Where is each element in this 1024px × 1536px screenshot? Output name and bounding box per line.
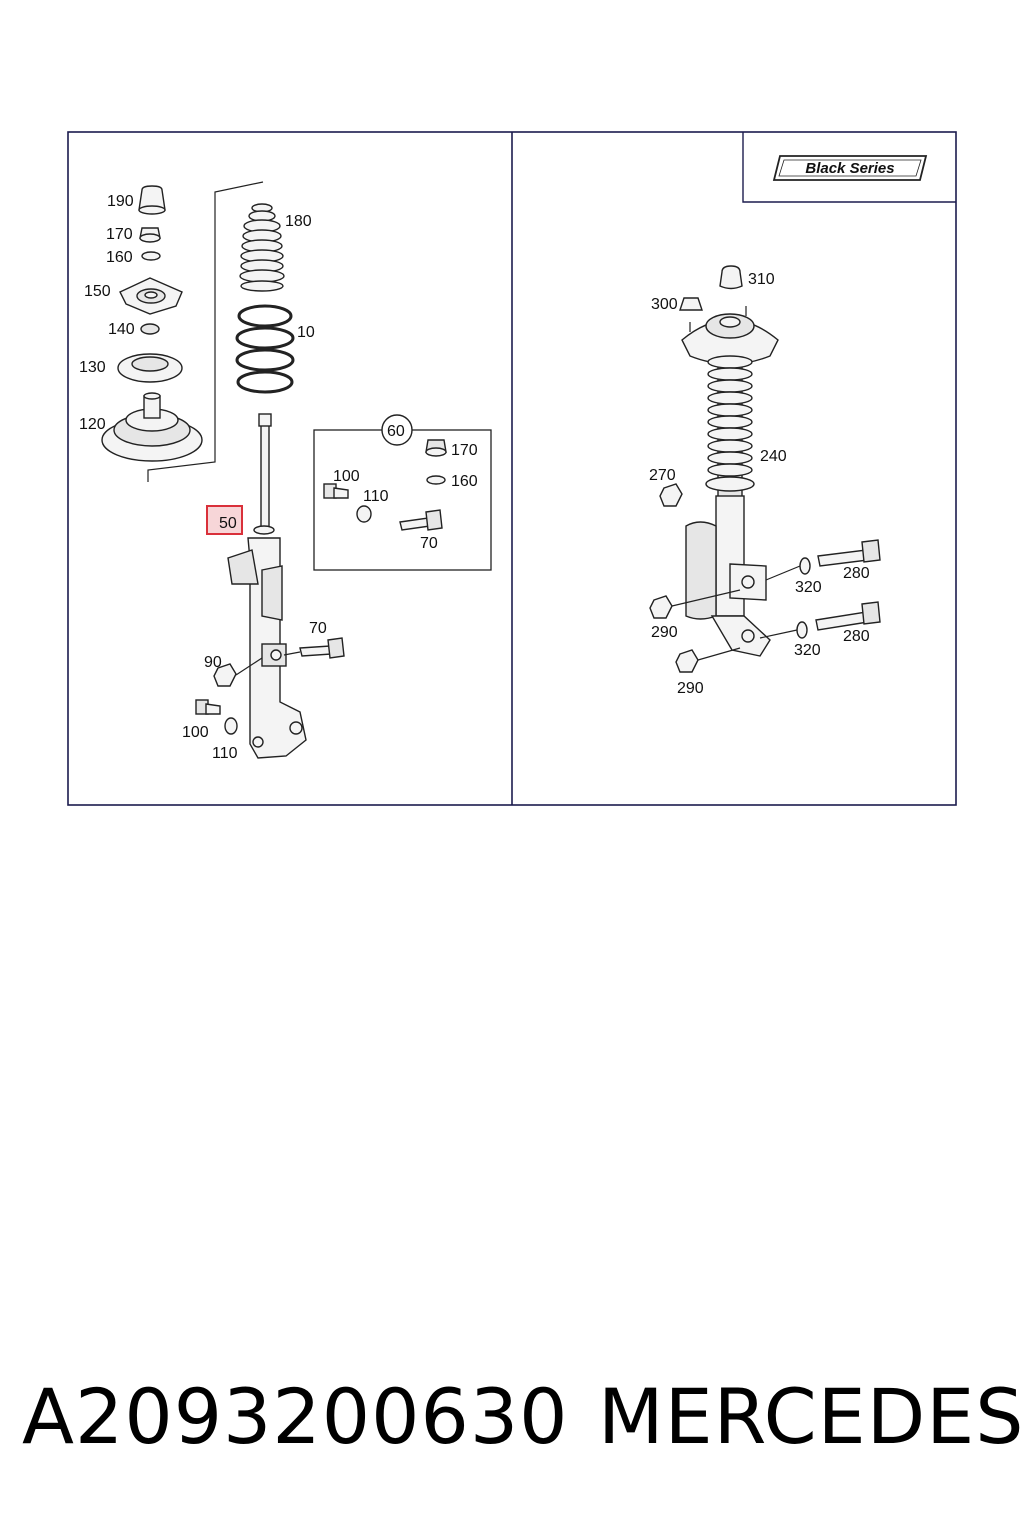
kit-callout-60: 60 <box>387 423 405 440</box>
leader-70 <box>283 651 301 656</box>
plate-150 <box>119 277 183 315</box>
callout-160: 160 <box>106 249 133 266</box>
leader-320-upper <box>765 565 801 581</box>
black-series-badge: Black Series <box>772 155 928 181</box>
callout-280-upper: 280 <box>843 565 870 582</box>
strut-body <box>685 495 771 657</box>
bolt-280-upper <box>817 539 881 567</box>
callout-310: 310 <box>748 271 775 288</box>
kit-washer-110 <box>356 505 372 523</box>
callout-320-upper: 320 <box>795 579 822 596</box>
kit-washer-160 <box>426 475 446 485</box>
callout-50: 50 <box>219 515 237 532</box>
callout-290-upper: 290 <box>651 624 678 641</box>
callout-70: 70 <box>309 620 327 637</box>
ring-130 <box>117 353 183 383</box>
callout-180: 180 <box>285 213 312 230</box>
washer-110 <box>224 717 238 735</box>
bellows-180 <box>239 203 285 292</box>
kit-bolt-100 <box>323 483 349 499</box>
mount-bracket-line <box>147 181 264 482</box>
kit-callout-170: 170 <box>451 442 478 459</box>
strut-top-mount <box>681 306 779 365</box>
washer-160 <box>141 251 161 261</box>
strut-mount-120 <box>101 392 203 462</box>
leader-290-lower <box>697 647 741 661</box>
kit-callout-160: 160 <box>451 473 478 490</box>
nut-90 <box>213 663 237 687</box>
leader-290-upper <box>671 589 741 607</box>
kit-nut-170 <box>425 439 447 457</box>
cap-310 <box>719 265 743 290</box>
callout-10: 10 <box>297 324 315 341</box>
callout-300: 300 <box>651 296 678 313</box>
product-caption: A2093200630 MERCEDES <box>22 1372 1023 1472</box>
callout-90: 90 <box>204 654 222 671</box>
washer-320-lower <box>796 621 808 639</box>
badge-frame <box>742 132 956 203</box>
washer-320-upper <box>799 557 811 575</box>
callout-110: 110 <box>212 745 238 762</box>
brand-name: MERCEDES <box>598 1372 1024 1461</box>
part-number: A2093200630 <box>22 1372 569 1461</box>
bolt-100 <box>195 699 221 715</box>
callout-150: 150 <box>84 283 111 300</box>
callout-170: 170 <box>106 226 133 243</box>
callout-240: 240 <box>760 448 787 465</box>
leader-90 <box>235 657 263 676</box>
callout-130: 130 <box>79 359 106 376</box>
kit-bolt-70 <box>399 509 443 531</box>
bump-stop-190 <box>138 185 166 215</box>
kit-callout-70: 70 <box>420 535 438 552</box>
nut-300 <box>679 297 703 311</box>
callout-190: 190 <box>107 193 134 210</box>
kit-callout-110: 110 <box>363 488 389 505</box>
nut-270 <box>659 483 683 507</box>
callout-140: 140 <box>108 321 135 338</box>
bolt-280-lower <box>815 601 881 631</box>
badge-text: Black Series <box>805 160 894 177</box>
selected-part-highlight <box>206 505 243 535</box>
nut-290-upper <box>649 595 673 619</box>
leader-320-lower <box>759 629 798 639</box>
bearing-140 <box>140 323 160 335</box>
callout-120: 120 <box>79 416 106 433</box>
kit-badge-60 <box>381 414 413 446</box>
coil-spring-10 <box>235 304 295 394</box>
callout-100: 100 <box>182 724 209 741</box>
callout-290-lower: 290 <box>677 680 704 697</box>
nut-170 <box>139 227 161 243</box>
bolt-70 <box>299 637 345 659</box>
callout-320-lower: 320 <box>794 642 821 659</box>
nut-290-lower <box>675 649 699 673</box>
kit-callout-100: 100 <box>333 468 360 485</box>
parts-diagram: Black Series <box>67 131 957 806</box>
callout-280-lower: 280 <box>843 628 870 645</box>
callout-270: 270 <box>649 467 676 484</box>
